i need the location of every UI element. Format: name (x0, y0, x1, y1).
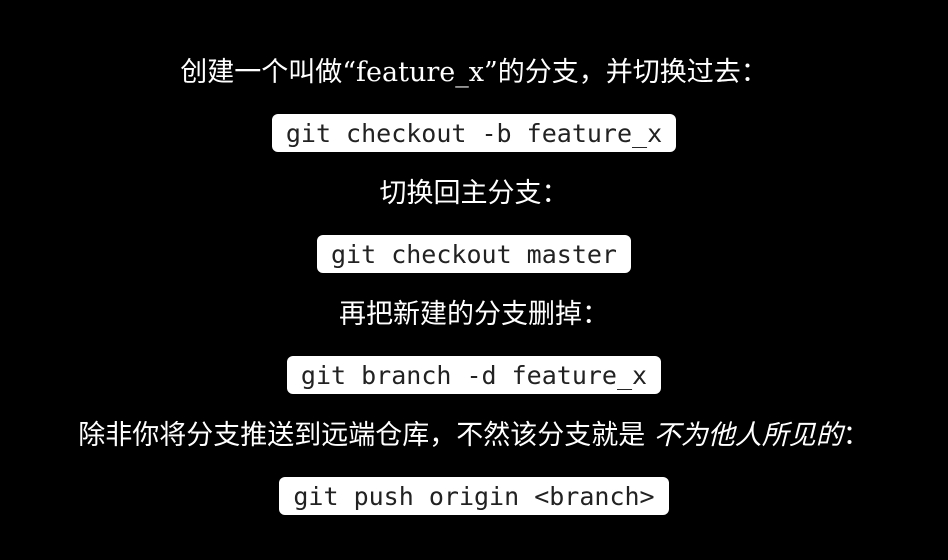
code-block-push-branch-row: git push origin <branch> (0, 477, 948, 517)
instruction-create-branch: 创建一个叫做“feature_x”的分支，并切换过去： (0, 55, 948, 91)
instruction-push-branch-emphasis: 不为他人所见的 (653, 420, 843, 451)
instruction-create-branch-suffix: ”的分支，并切换过去： (483, 57, 768, 88)
branch-name-inline: feature_x (356, 57, 484, 88)
instruction-push-branch-suffix: ： (842, 420, 870, 451)
instruction-switch-back: 切换回主分支： (0, 176, 948, 212)
code-block-checkout-master-row: git checkout master (0, 235, 948, 275)
code-push-branch: git push origin <branch> (279, 477, 669, 515)
code-delete-branch: git branch -d feature_x (286, 356, 662, 394)
code-block-delete-branch-row: git branch -d feature_x (0, 356, 948, 396)
instruction-push-branch: 除非你将分支推送到远端仓库，不然该分支就是 不为他人所见的： (0, 418, 948, 454)
instruction-push-branch-prefix: 除非你将分支推送到远端仓库，不然该分支就是 (78, 420, 654, 451)
code-block-checkout-new-branch-row: git checkout -b feature_x (0, 114, 948, 154)
code-checkout-master: git checkout master (317, 235, 631, 273)
instruction-delete-branch: 再把新建的分支删掉： (0, 297, 948, 333)
instruction-switch-back-text: 切换回主分支： (379, 178, 569, 209)
code-checkout-new-branch: git checkout -b feature_x (271, 114, 677, 152)
instruction-create-branch-prefix: 创建一个叫做“ (180, 57, 357, 88)
instruction-delete-branch-text: 再把新建的分支删掉： (339, 299, 609, 330)
